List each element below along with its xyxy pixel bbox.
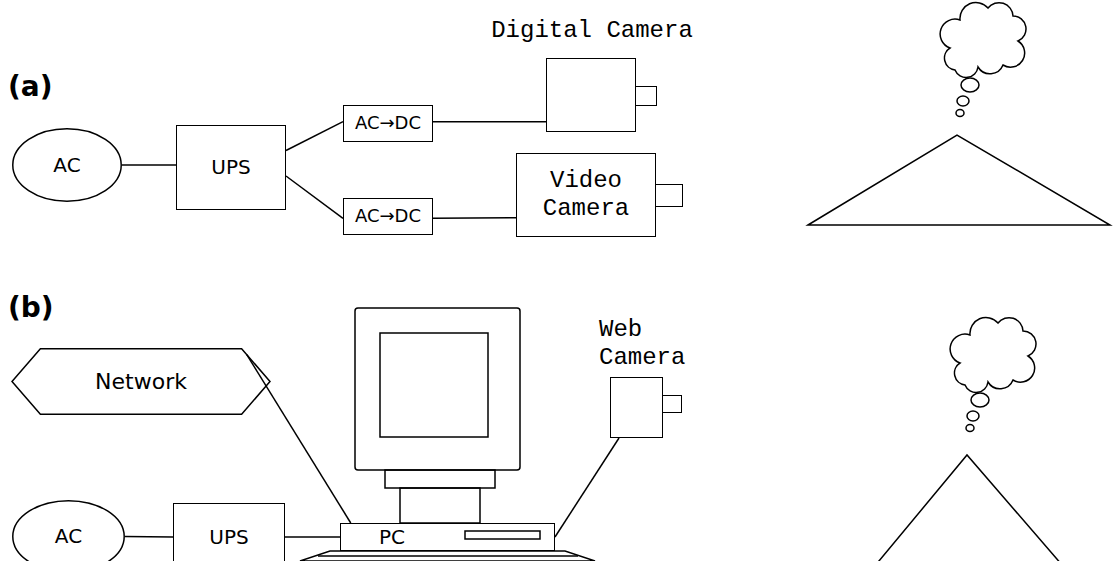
connector-line — [433, 121, 546, 123]
node-label: Video Camera — [531, 167, 641, 222]
ups-box: UPS — [176, 125, 286, 210]
node-label: Digital Camera — [477, 17, 707, 45]
camera-lens — [662, 395, 682, 413]
network-hexagon: Network — [12, 348, 270, 415]
ups-box: UPS — [173, 503, 285, 561]
volcano-a — [808, 3, 1110, 225]
web-camera: Web Camera — [610, 377, 663, 438]
pc-case: PC — [340, 523, 555, 551]
power-source: AC — [12, 500, 125, 561]
connector-line — [122, 164, 176, 166]
node-label: UPS — [209, 526, 248, 549]
smoke-puff — [971, 393, 989, 407]
keyboard — [300, 551, 595, 561]
volcano-b — [820, 318, 1120, 561]
node-label: AC→DC — [355, 206, 421, 227]
smoke-puff — [961, 78, 979, 92]
adapter-box: AC→DC — [343, 105, 433, 142]
node-label: Network — [95, 369, 187, 394]
connector-line — [285, 536, 340, 538]
panel-label: (b) — [8, 291, 54, 324]
node-label: AC — [55, 525, 82, 548]
monitor — [355, 308, 520, 470]
panel-label: (a) — [8, 70, 53, 103]
connector-line — [286, 122, 343, 151]
node-label: AC→DC — [355, 113, 421, 134]
monitor-base — [400, 488, 480, 523]
eruption-cloud — [950, 318, 1036, 393]
video-camera: Video Camera — [516, 153, 656, 237]
digital-camera: Digital Camera — [546, 58, 636, 132]
connector-line — [286, 176, 343, 218]
eruption-cloud — [940, 3, 1026, 78]
adapter-box: AC→DC — [343, 198, 433, 235]
connector-line — [247, 355, 351, 523]
shape-outline — [13, 129, 121, 202]
node-label: AC — [53, 154, 80, 177]
shape-outline — [12, 349, 270, 415]
node-label: Web Camera — [599, 316, 699, 371]
camera-lens — [655, 184, 683, 207]
keyboard-row — [318, 555, 578, 557]
volcano-cone — [820, 455, 1120, 561]
monitor-screen — [380, 333, 488, 437]
smoke-puff — [966, 425, 974, 432]
connector-line — [125, 536, 173, 538]
node-label: UPS — [211, 156, 250, 179]
monitor-stand — [385, 470, 495, 488]
smoke-puff — [956, 110, 964, 117]
smoke-puff — [957, 96, 969, 106]
camera-lens — [635, 86, 657, 106]
volcano-cone — [808, 135, 1110, 225]
shape-outline — [13, 501, 124, 561]
connector-line — [433, 217, 516, 219]
pc-illustration — [300, 308, 595, 561]
power-source: AC — [12, 128, 122, 202]
node-label: PC — [379, 526, 405, 549]
smoke-puff — [967, 411, 979, 421]
floppy-slot — [465, 531, 540, 539]
connector-line — [555, 438, 619, 537]
